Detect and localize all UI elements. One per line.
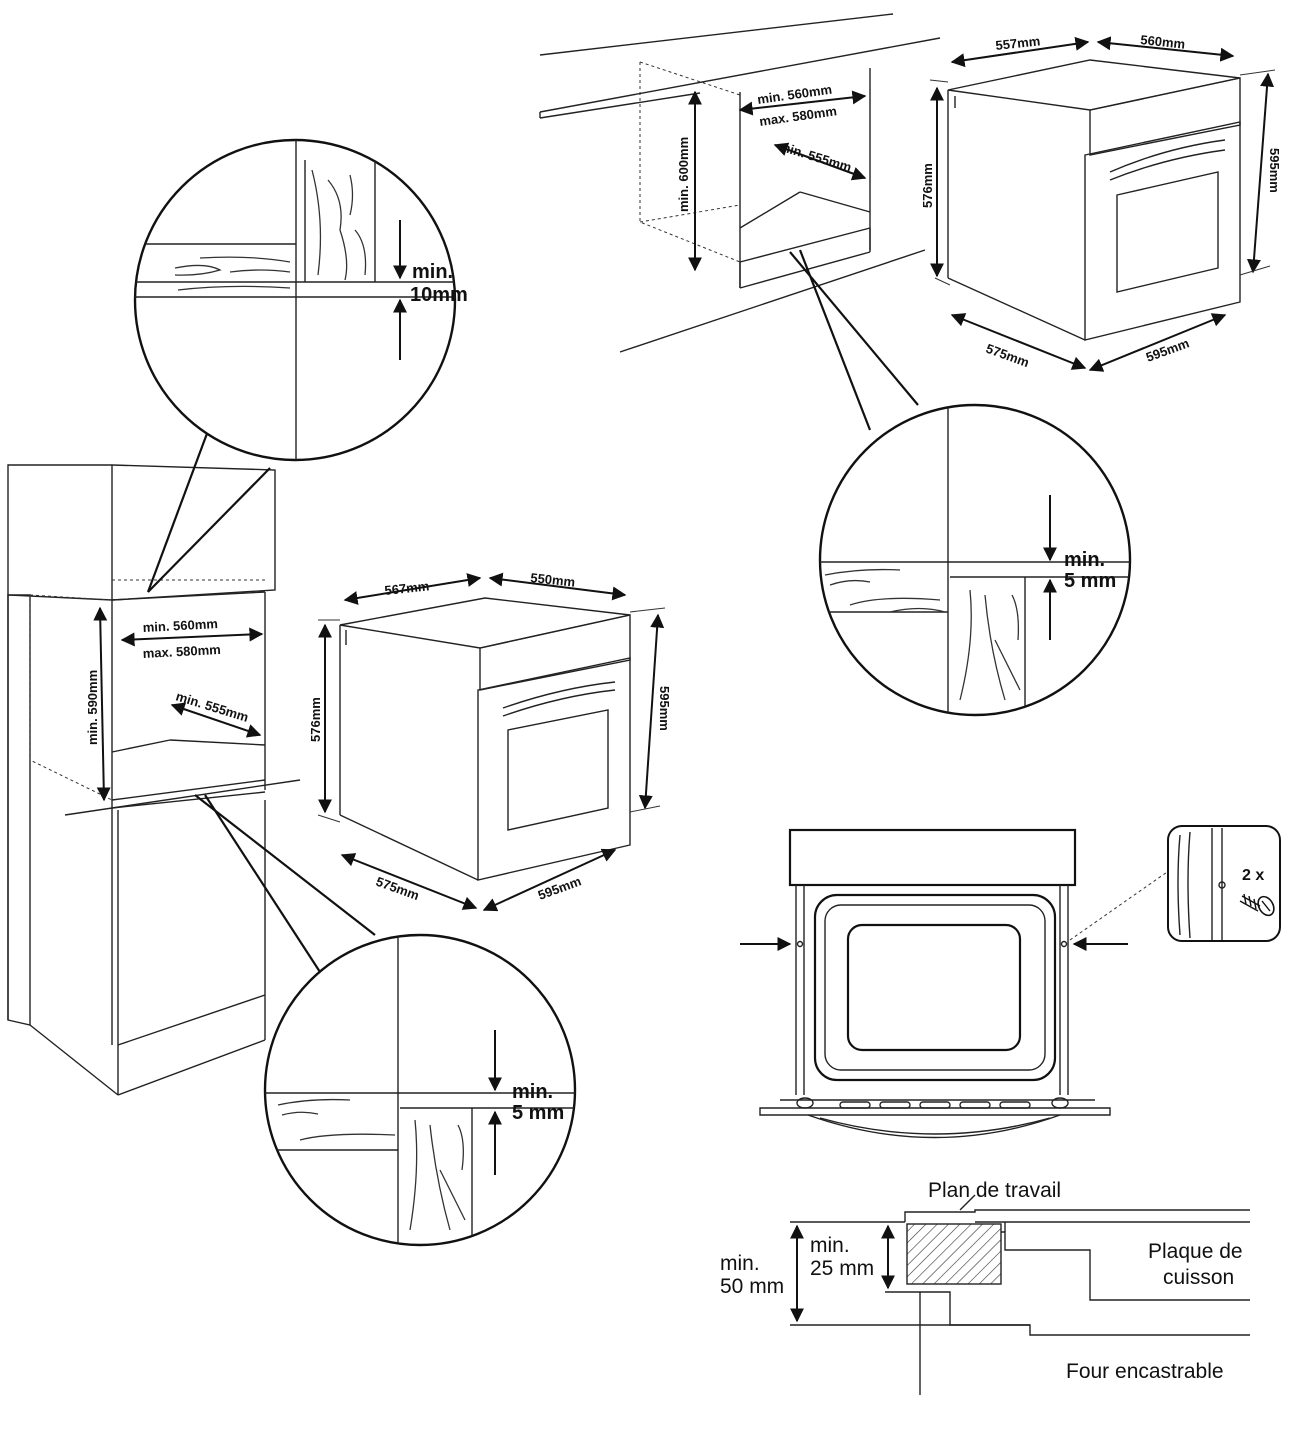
middle-oven-height-right: 595mm <box>657 686 672 731</box>
section-min25-label-1: min. <box>810 1234 850 1257</box>
middle-oven-depth-bottom: 575mm <box>374 874 421 903</box>
top-oven-depth-top: 557mm <box>995 33 1041 53</box>
middle-oven-depth-top: 567mm <box>384 578 430 598</box>
top-cabinet-min-height: min. 600mm <box>676 137 691 212</box>
top-oven-width-bottom: 595mm <box>1144 335 1191 364</box>
top-detail-min: min. <box>1064 549 1105 571</box>
column-cabinet-drawing: min. 560mm max. 580mm min. 555mm min. 59… <box>7 411 376 1096</box>
column-min-width: min. 560mm <box>142 616 218 635</box>
top-detail-value: 5 mm <box>1064 570 1116 592</box>
top-detail-magnifier: min. 5 mm <box>818 403 1132 717</box>
middle-oven-width-top: 550mm <box>530 570 576 590</box>
section-oven-label: Four encastrable <box>1066 1360 1224 1383</box>
screw-count: 2 x <box>1242 867 1264 884</box>
bottom-detail-min: min. <box>512 1081 553 1103</box>
section-worktop-label: Plan de travail <box>928 1179 1061 1202</box>
bottom-detail-value: 5 mm <box>512 1102 564 1124</box>
section-min25-label-2: 25 mm <box>810 1257 874 1280</box>
column-detail-min: min. <box>412 261 453 283</box>
top-oven-height-right: 595mm <box>1267 148 1282 193</box>
middle-oven-width-bottom: 595mm <box>536 873 583 902</box>
section-hob-label-1: Plaque de <box>1148 1240 1243 1263</box>
section-hob-label-2: cuisson <box>1163 1266 1234 1289</box>
middle-oven-drawing: 567mm 550mm 576mm 595mm 575mm 595mm <box>308 570 672 912</box>
column-detail-value: 10mm <box>410 284 468 306</box>
screw-icon <box>1239 893 1275 917</box>
top-oven-drawing: 557mm 560mm 576mm 595mm 575mm 595mm <box>920 32 1282 372</box>
control-knobs <box>839 1101 1031 1109</box>
top-oven-height-left: 576mm <box>920 163 935 208</box>
column-max-width: max. 580mm <box>142 642 221 661</box>
bottom-detail-magnifier: min. 5 mm <box>263 933 577 1247</box>
column-detail-magnifier: min. 10mm <box>133 138 468 462</box>
top-oven-depth-bottom: 575mm <box>984 341 1031 370</box>
top-cabinet-drawing: min. 560mm max. 580mm min. 555mm min. 60… <box>539 13 941 431</box>
section-min50-label-1: min. <box>720 1252 760 1275</box>
top-oven-width-top: 560mm <box>1140 32 1186 52</box>
column-min-height: min. 590mm <box>85 670 100 745</box>
front-oven-drawing <box>740 828 1171 1139</box>
section-drawing: Plan de travail Plaque de cuisson Four e… <box>720 1179 1250 1395</box>
top-cabinet-min-depth: min. 555mm <box>777 139 853 175</box>
middle-oven-height-left: 576mm <box>308 697 323 742</box>
screw-inset: 2 x <box>1167 825 1281 942</box>
section-min50-label-2: 50 mm <box>720 1275 784 1298</box>
